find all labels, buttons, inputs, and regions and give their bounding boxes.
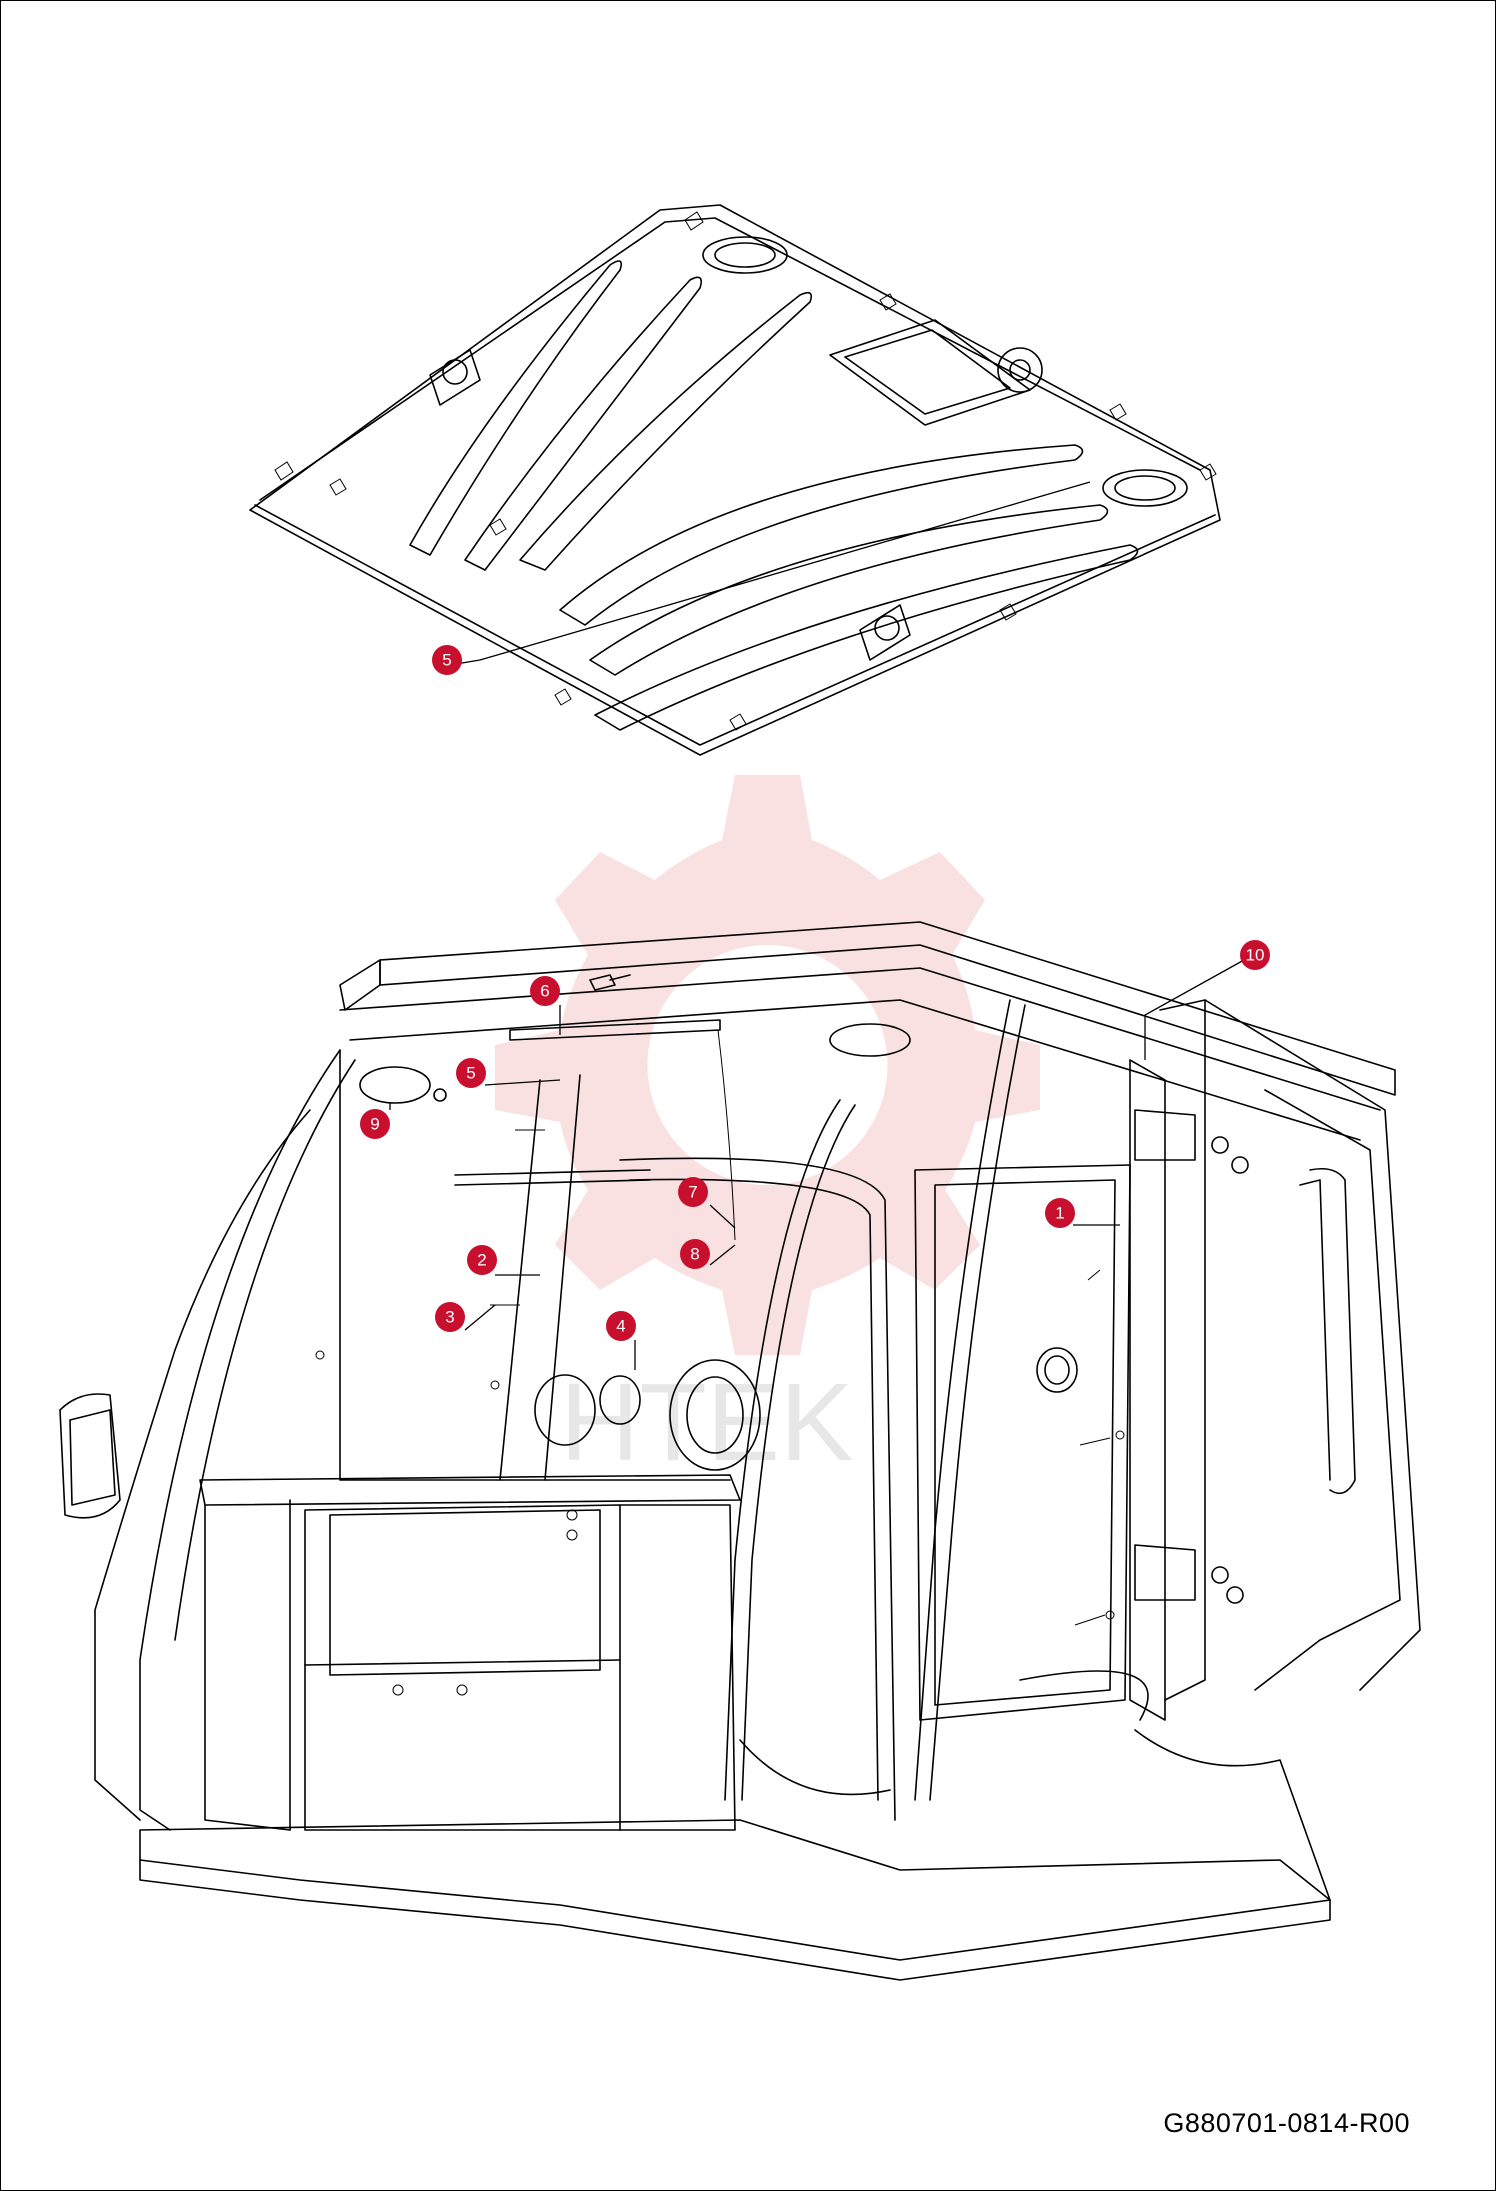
callout-label: 10 [1246,946,1265,965]
callout-6[interactable]: 6 [530,976,561,1035]
callout-3[interactable]: 3 [435,1302,496,1332]
callout-label: 5 [466,1064,475,1083]
callout-label: 5 [442,651,451,670]
watermark-text: HTEK [560,1361,853,1484]
callout-9[interactable]: 9 [360,1102,391,1139]
callout-8[interactable]: 8 [680,1239,736,1269]
callout-label: 2 [477,1251,486,1270]
callout-label: 9 [370,1115,379,1134]
callout-label: 4 [616,1317,625,1336]
callout-label: 6 [540,982,549,1001]
callout-label: 3 [445,1308,454,1327]
callout-10[interactable]: 10 [1144,940,1270,1060]
callout-label: 1 [1055,1204,1064,1223]
callout-1[interactable]: 1 [1045,1198,1120,1228]
callout-label: 8 [690,1245,699,1264]
callout-7[interactable]: 7 [678,1177,736,1229]
headliner-panel [249,204,1221,756]
callout-5-headliner[interactable]: 5 [432,481,1091,675]
drawing-number: G880701-0814-R00 [1163,2108,1410,2138]
callout-label: 7 [688,1183,697,1202]
callout-4[interactable]: 4 [606,1311,636,1370]
watermark-gear-icon [495,775,1040,1355]
callout-2[interactable]: 2 [467,1245,540,1276]
cab-assembly [59,921,1421,1981]
callout-5-cab[interactable]: 5 [456,1058,561,1088]
